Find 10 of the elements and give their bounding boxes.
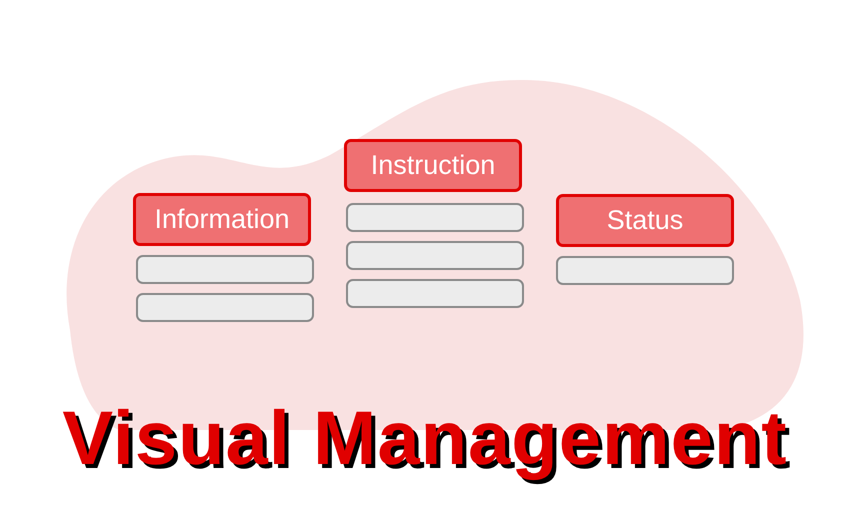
empty-box xyxy=(346,203,524,232)
category-box: Status xyxy=(556,194,734,247)
empty-box xyxy=(136,293,314,322)
category-box: Instruction xyxy=(344,139,522,192)
empty-box xyxy=(136,255,314,284)
title: Visual Management xyxy=(61,395,789,482)
empty-box xyxy=(346,241,524,270)
empty-box xyxy=(556,256,734,285)
empty-box xyxy=(346,279,524,308)
category-box: Information xyxy=(133,193,311,246)
